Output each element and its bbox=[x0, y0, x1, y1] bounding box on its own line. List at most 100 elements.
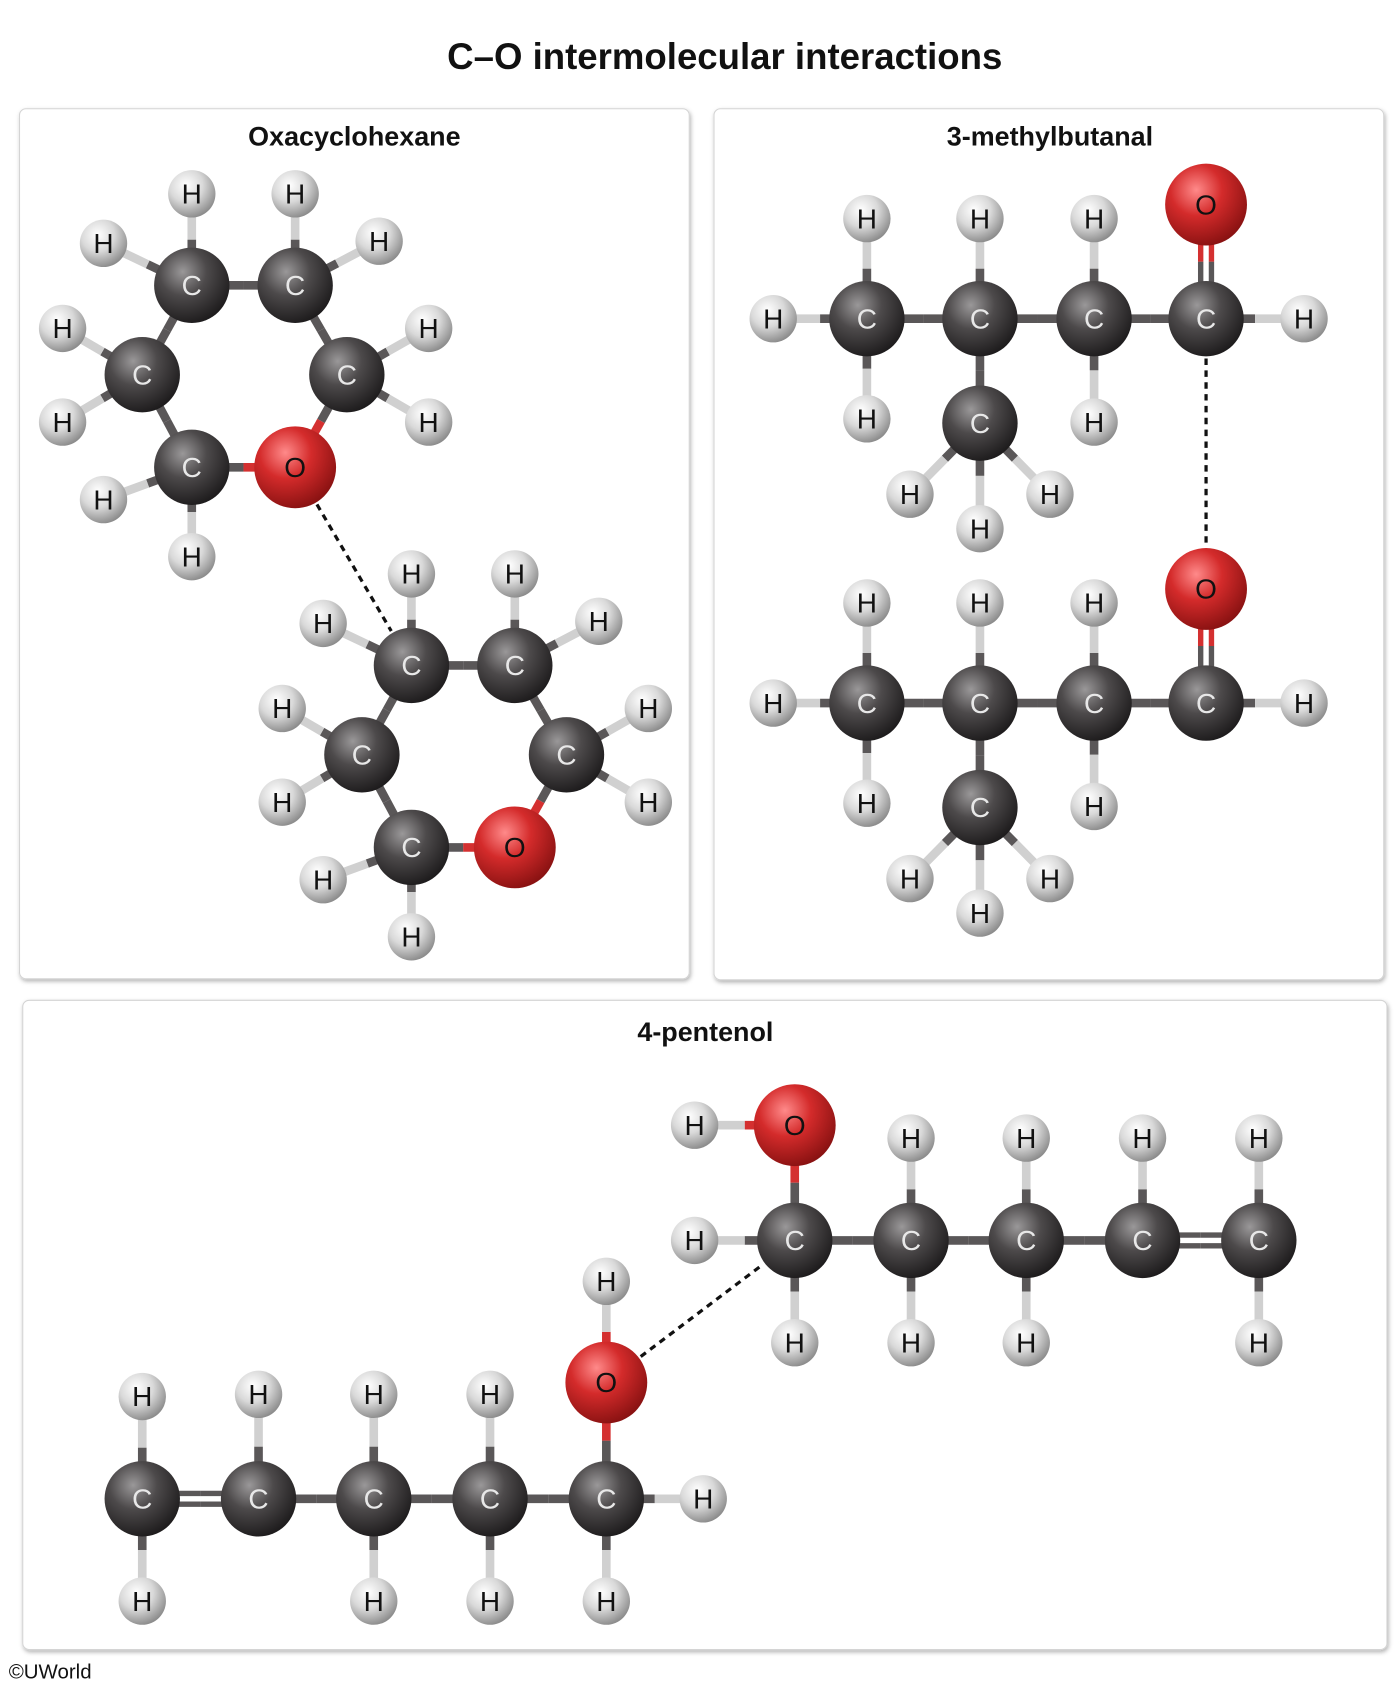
atom-label: H bbox=[857, 788, 877, 819]
atom-label: H bbox=[369, 226, 389, 257]
hydrogen-atom: H bbox=[350, 1370, 398, 1419]
atom-label: C bbox=[1132, 1225, 1152, 1256]
carbon-atom: C bbox=[1104, 1202, 1181, 1279]
hydrogen-atom: H bbox=[404, 398, 453, 446]
atom-label: O bbox=[1195, 189, 1217, 220]
hydrogen-atom: H bbox=[1070, 579, 1118, 627]
carbon-atom: C bbox=[988, 1202, 1064, 1279]
atom-label: H bbox=[638, 693, 658, 724]
atom-label: H bbox=[1040, 479, 1060, 510]
hydrogen-atom: H bbox=[956, 889, 1004, 937]
carbon-atom: C bbox=[154, 247, 230, 324]
hydrogen-atom: H bbox=[956, 194, 1004, 243]
atom-label: O bbox=[284, 452, 306, 483]
hydrogen-atom: H bbox=[258, 684, 306, 733]
atom-label: H bbox=[52, 407, 72, 438]
hydrogen-atom: H bbox=[38, 398, 87, 446]
atom-label: C bbox=[401, 832, 421, 863]
oxygen-atom: O bbox=[1165, 163, 1247, 246]
carbon-atom: C bbox=[942, 385, 1018, 461]
hydrogen-atom: H bbox=[355, 217, 403, 265]
hydrogen-atom: H bbox=[886, 854, 934, 903]
atom-label: H bbox=[1084, 791, 1104, 822]
atom-label: H bbox=[785, 1327, 805, 1358]
hydrogen-atom: H bbox=[491, 550, 539, 598]
atom-label: H bbox=[364, 1586, 384, 1617]
hydrogen-atom: H bbox=[624, 684, 673, 733]
hydrogen-atom: H bbox=[79, 475, 128, 524]
atom-label: H bbox=[272, 693, 292, 724]
atom-label: H bbox=[132, 1586, 152, 1617]
carbon-atom: C bbox=[1168, 665, 1244, 741]
hydrogen-atom: H bbox=[887, 1114, 935, 1162]
atom-label: H bbox=[970, 513, 990, 544]
atom-label: H bbox=[589, 606, 609, 637]
hydrogen-atom: H bbox=[749, 295, 797, 343]
carbon-atom: C bbox=[873, 1202, 949, 1279]
atom-label: H bbox=[401, 559, 421, 590]
atom-label: H bbox=[685, 1110, 705, 1141]
hydrogen-atom: H bbox=[670, 1216, 719, 1265]
atom-label: C bbox=[182, 452, 202, 483]
atom-label: C bbox=[1196, 303, 1216, 334]
carbon-atom: C bbox=[1056, 665, 1132, 741]
atom-label: H bbox=[248, 1379, 268, 1410]
panel-frame bbox=[22, 999, 1388, 1651]
atom-label: C bbox=[182, 270, 202, 301]
c-o-interaction-dashed-line bbox=[315, 503, 393, 632]
atom-label: H bbox=[685, 1225, 705, 1256]
atom-label: H bbox=[1249, 1123, 1269, 1154]
atom-label: C bbox=[480, 1483, 500, 1514]
atom-label: C bbox=[556, 739, 576, 770]
atom-label: H bbox=[970, 203, 990, 234]
atom-label: H bbox=[857, 203, 877, 234]
atom-label: C bbox=[970, 303, 990, 334]
atom-label: C bbox=[970, 792, 990, 823]
atom-label: H bbox=[1040, 863, 1060, 894]
c-o-interaction-dashed-line bbox=[639, 1263, 764, 1358]
oxygen-atom: O bbox=[254, 426, 337, 509]
atom-label: O bbox=[504, 832, 526, 863]
hydrogen-atom: H bbox=[168, 170, 216, 218]
atom-label: H bbox=[182, 179, 202, 210]
hydrogen-atom: H bbox=[350, 1577, 398, 1625]
hydrogen-atom: H bbox=[887, 1318, 935, 1367]
carbon-atom: C bbox=[528, 717, 605, 793]
hydrogen-atom: H bbox=[843, 779, 891, 827]
atom-label: C bbox=[352, 739, 372, 770]
atom-label: C bbox=[857, 303, 877, 334]
oxygen-atom: O bbox=[753, 1084, 836, 1167]
atom-label: H bbox=[763, 303, 783, 334]
atom-label: H bbox=[364, 1379, 384, 1410]
atom-label: H bbox=[1084, 588, 1104, 619]
atom-label: H bbox=[313, 864, 333, 895]
atom-label: C bbox=[1196, 688, 1216, 719]
hydrogen-atom: H bbox=[1280, 295, 1328, 343]
carbon-atom: C bbox=[154, 429, 230, 505]
atom-label: H bbox=[505, 559, 525, 590]
hydrogen-atom: H bbox=[1118, 1114, 1167, 1162]
atom-label: H bbox=[419, 313, 439, 344]
hydrogen-atom: H bbox=[1280, 679, 1328, 727]
atom-label: H bbox=[132, 1381, 152, 1412]
atom-label: C bbox=[132, 1483, 152, 1514]
hydrogen-atom: H bbox=[582, 1257, 631, 1305]
carbon-atom: C bbox=[336, 1461, 412, 1537]
oxygen-atom: O bbox=[473, 806, 556, 889]
hydrogen-atom: H bbox=[299, 599, 347, 648]
hydrogen-atom: H bbox=[956, 504, 1004, 553]
hydrogen-atom: H bbox=[1070, 194, 1118, 243]
carbon-atom: C bbox=[220, 1461, 297, 1537]
atom-label: H bbox=[900, 863, 920, 894]
carbon-atom: C bbox=[757, 1202, 833, 1279]
carbon-atom: C bbox=[829, 281, 905, 357]
atom-label: H bbox=[970, 898, 990, 929]
atom-label: H bbox=[285, 179, 305, 210]
hydrogen-atom: H bbox=[843, 395, 891, 443]
oxygen-atom: O bbox=[565, 1341, 648, 1424]
